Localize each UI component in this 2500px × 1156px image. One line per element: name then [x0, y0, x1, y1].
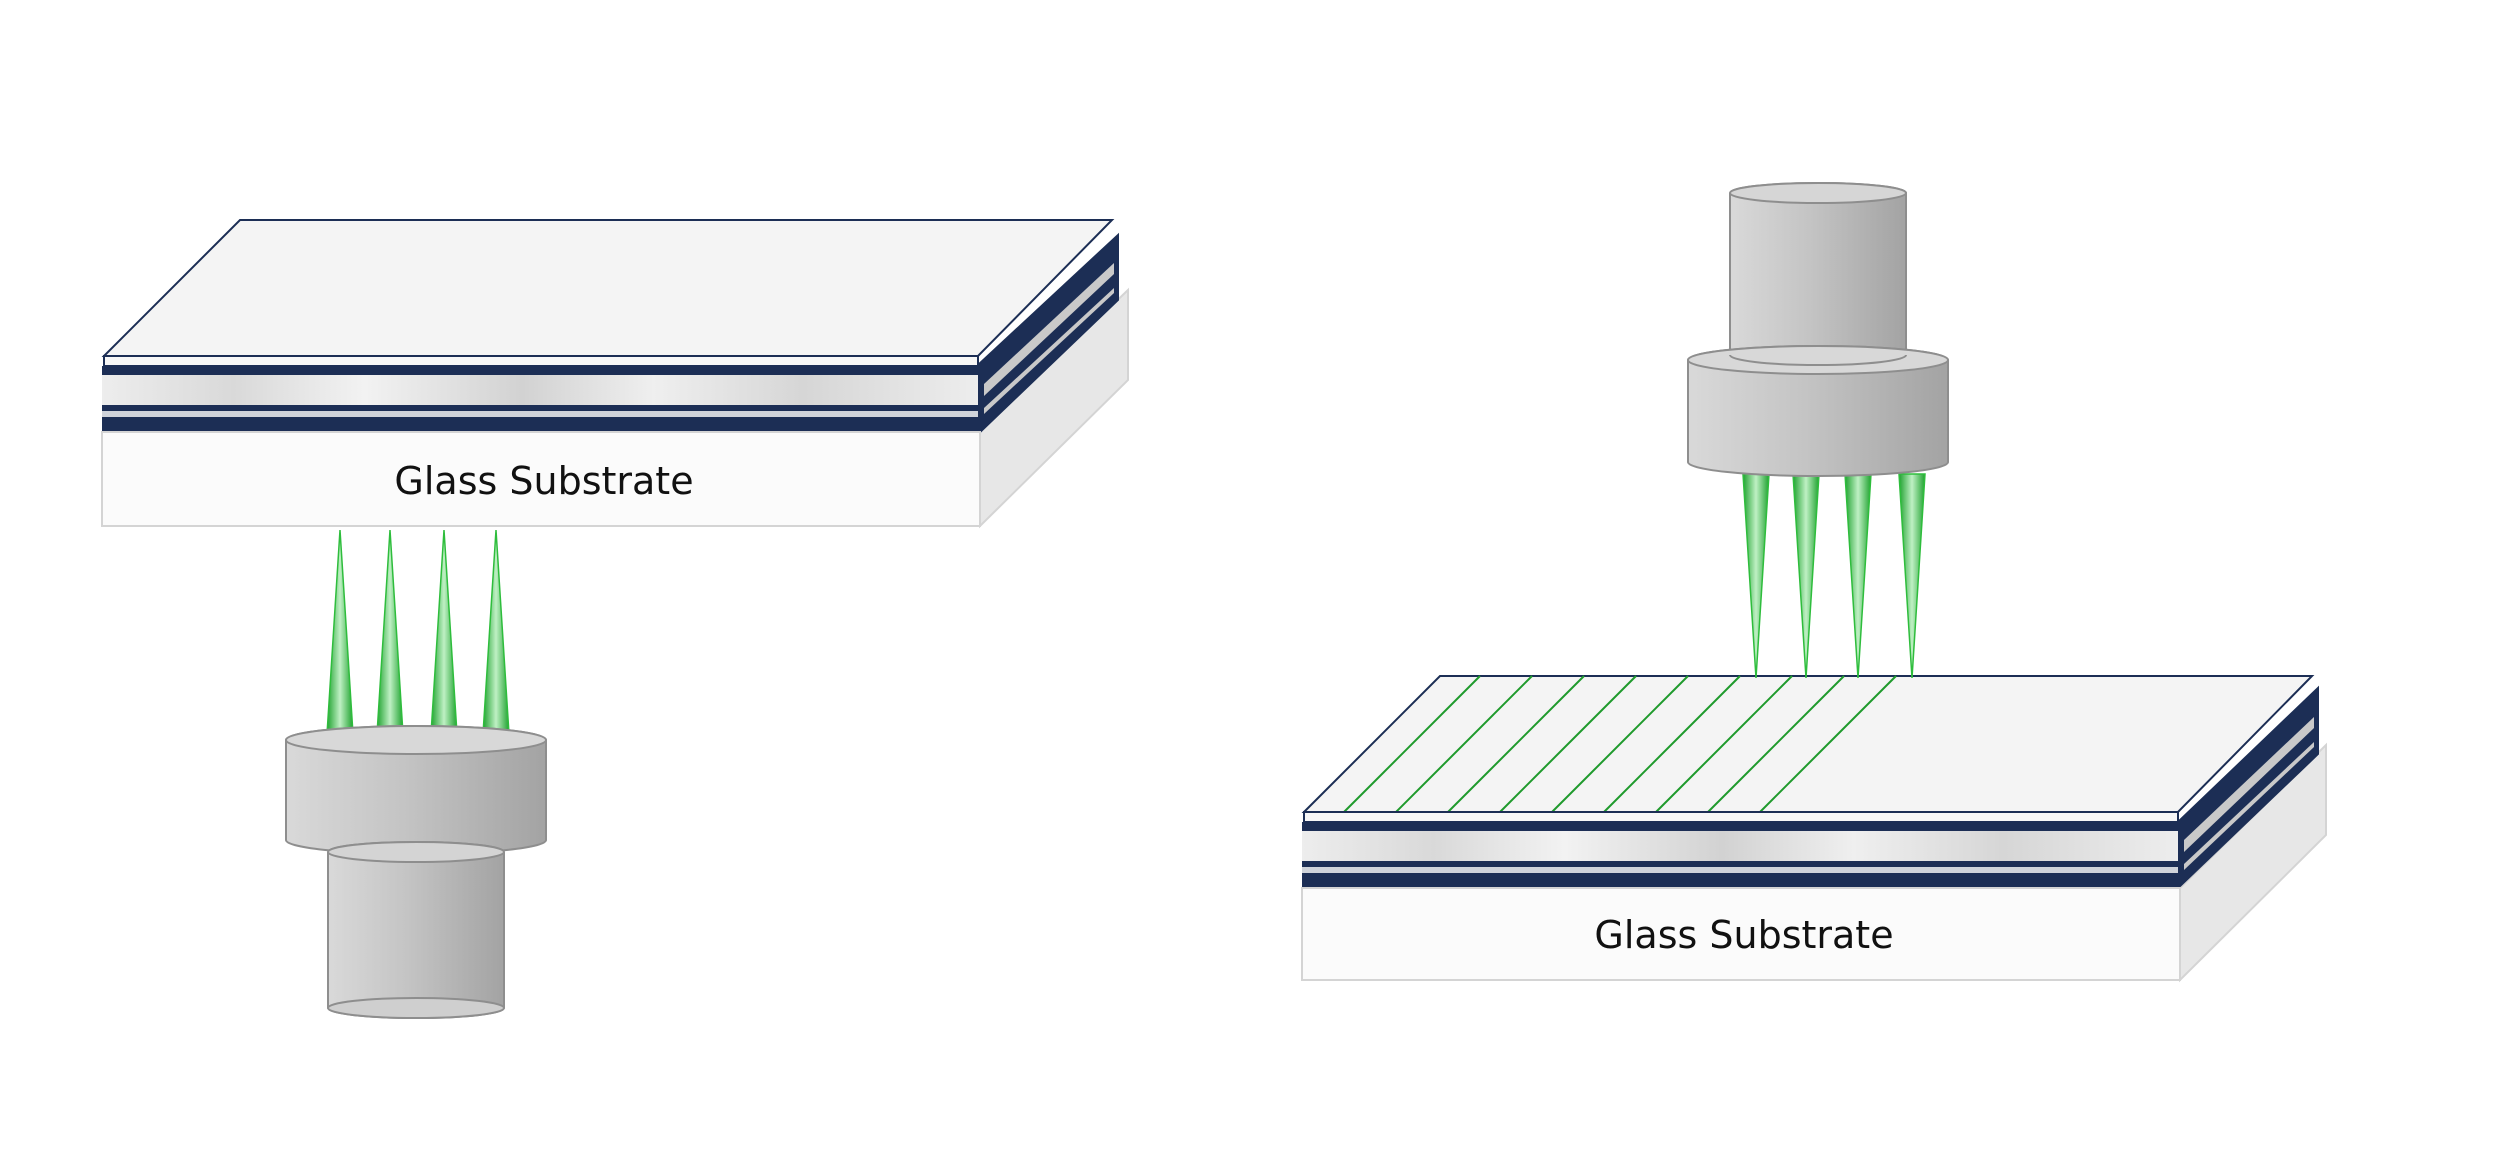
laser-beam	[1792, 473, 1820, 679]
scribe-line	[1447, 675, 1585, 813]
left-lens-small-cylinder	[327, 841, 505, 1019]
scribe-line	[1603, 675, 1741, 813]
right-interlayer	[1302, 831, 2178, 861]
left-stack-bottom-band	[102, 417, 978, 432]
scribe-line	[1707, 675, 1845, 813]
left-top-layer-edge	[103, 355, 979, 367]
left-lens-small-rim	[327, 841, 505, 863]
laser-beam	[326, 529, 354, 735]
left-laser-beams	[326, 529, 510, 735]
scribe-line	[1499, 675, 1637, 813]
right-scribe-lines	[1343, 675, 1897, 813]
laser-beam	[1898, 473, 1926, 679]
right-top-face	[1301, 675, 2315, 813]
right-lens-large-rim	[1687, 345, 1949, 375]
right-stack-side-gap	[2184, 717, 2314, 852]
scribe-line	[1759, 675, 1897, 813]
left-lens-large-rim	[285, 725, 547, 755]
left-stack-top-band	[102, 366, 978, 375]
right-stack-mid-band	[1302, 861, 2178, 867]
right-stack-bottom-band	[1302, 873, 2178, 888]
left-objective-lens	[285, 725, 547, 1019]
laser-beam	[376, 529, 404, 735]
left-stack-side-gap	[984, 263, 1114, 396]
right-top-layer-edge	[1303, 811, 2179, 823]
left-stack-thin-gap	[102, 411, 978, 417]
left-top-face	[101, 219, 1115, 357]
left-stack-mid-band	[102, 405, 978, 411]
left-interlayer	[102, 375, 978, 405]
left-substrate-front	[101, 431, 981, 527]
right-stack-top-band	[1302, 822, 2178, 831]
right-objective-lens	[1687, 182, 1949, 477]
right-lens-small-cylinder	[1729, 182, 1907, 366]
right-assembly: Glass Substrate	[1301, 182, 2327, 983]
right-stack-side-gap2	[2184, 742, 2314, 870]
left-substrate-label: Glass Substrate	[394, 459, 693, 503]
laser-beam	[1742, 473, 1770, 679]
laser-beam	[482, 529, 510, 735]
scribe-line	[1551, 675, 1689, 813]
right-lens-top-rim	[1729, 182, 1907, 204]
right-laser-beams	[1742, 473, 1926, 679]
laser-beam	[430, 529, 458, 735]
scribe-line	[1395, 675, 1533, 813]
left-lens-bottom-rim	[327, 997, 505, 1019]
right-lens-small-overlap	[1729, 354, 1907, 366]
scribe-line	[1343, 675, 1481, 813]
right-substrate-label: Glass Substrate	[1594, 913, 1893, 957]
laser-beam	[1844, 473, 1872, 679]
right-stack-thin-gap	[1302, 867, 2178, 873]
scribe-line	[1655, 675, 1793, 813]
left-stack-side-gap2	[984, 288, 1114, 414]
left-assembly: Glass Substrate	[101, 219, 1129, 1019]
right-substrate-front	[1301, 887, 2181, 981]
